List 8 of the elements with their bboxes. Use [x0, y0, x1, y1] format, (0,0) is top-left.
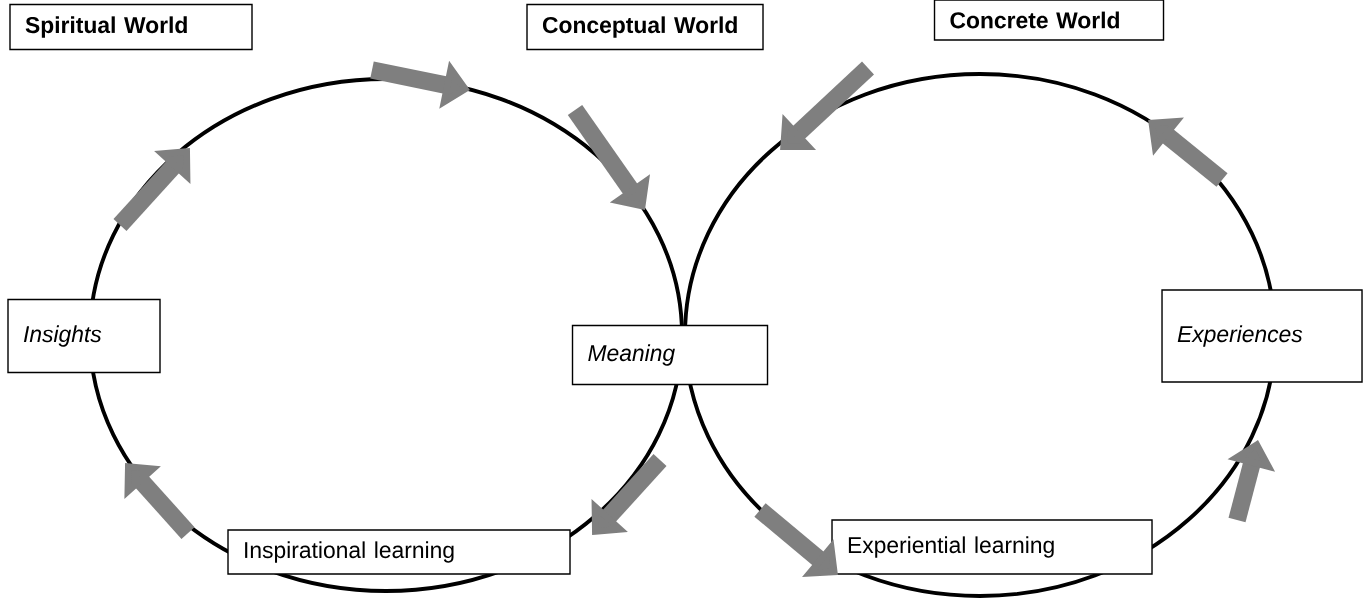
text-box: Inspirational learning — [227, 529, 571, 575]
text-box: Insights — [7, 298, 161, 374]
text-box: Spiritual World — [9, 3, 253, 51]
text-box: Concrete World — [933, 0, 1165, 41]
text-box: Meaning — [571, 324, 769, 386]
text-box: Conceptual World — [526, 3, 764, 51]
text-box: Experiential learning — [831, 519, 1153, 575]
text-box: Experiences — [1161, 289, 1363, 383]
